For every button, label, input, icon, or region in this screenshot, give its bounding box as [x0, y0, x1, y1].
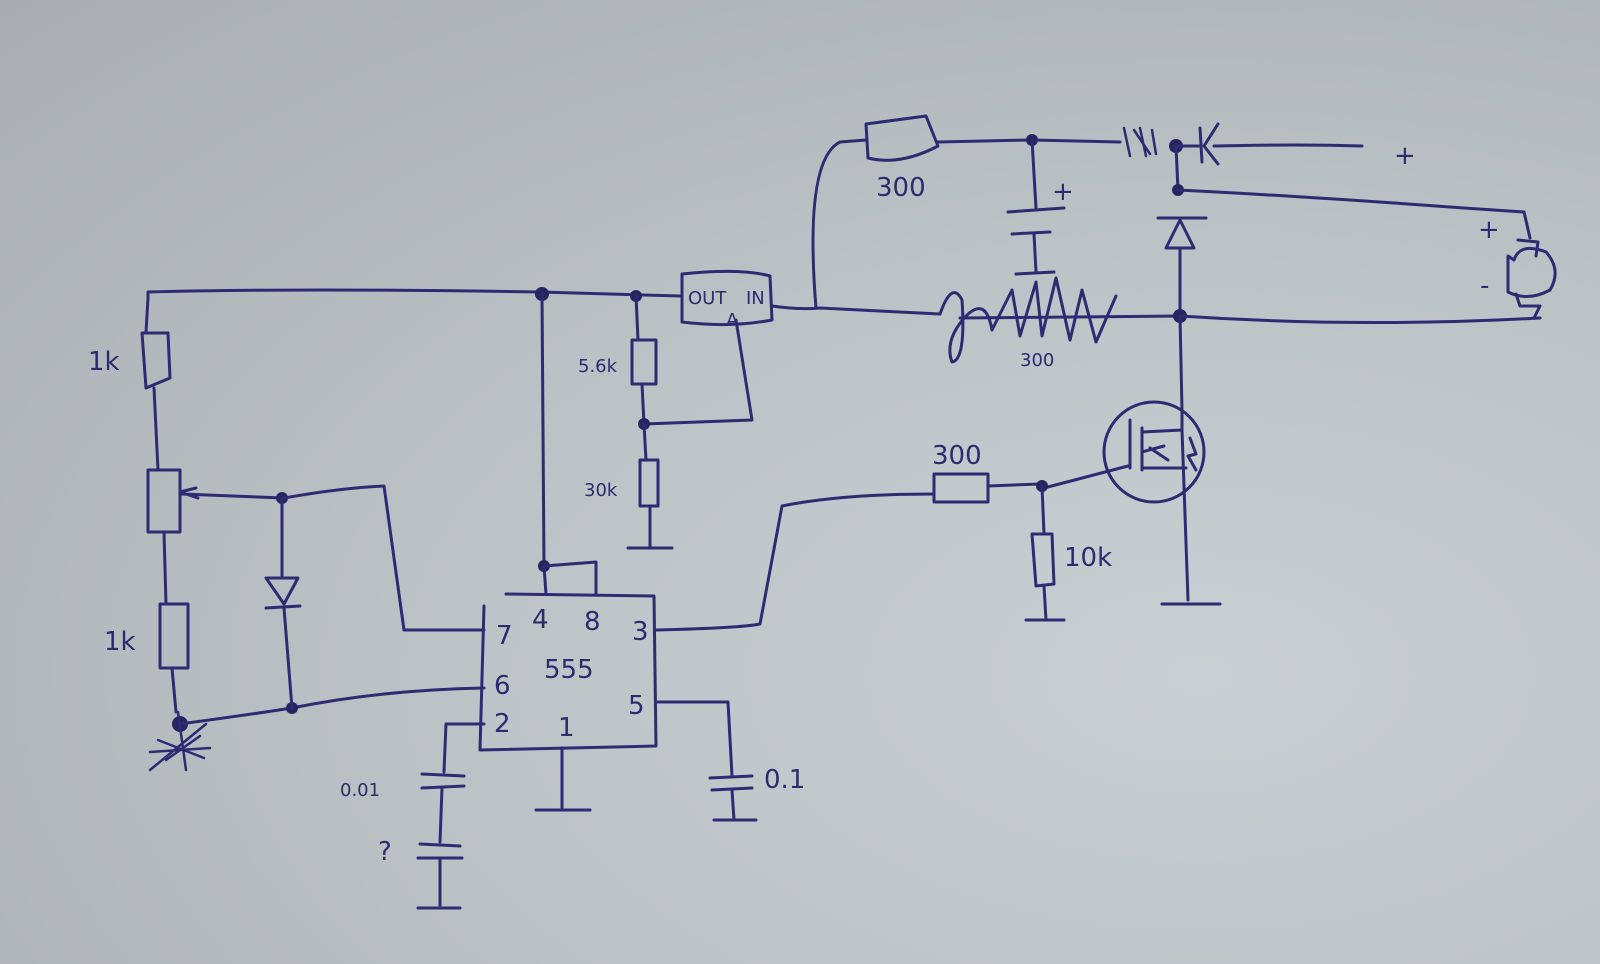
- resistor-pulldown: 10k: [1024, 484, 1112, 622]
- inductor-coil: 300: [938, 276, 1182, 371]
- capacitor-electrolytic: +: [1006, 134, 1074, 276]
- load-motor: + -: [1478, 210, 1557, 320]
- resistor-divider-top: 5.6k: [578, 290, 658, 426]
- capacitor-timing-2-label: ?: [378, 837, 392, 867]
- capacitor-control: 0.1: [654, 700, 805, 822]
- diode-flyback: [1156, 144, 1526, 318]
- resistor-bottom-left-label: 1k: [104, 627, 136, 657]
- resistor-gate-label: 300: [932, 441, 982, 471]
- resistor-divider-bottom: 30k: [584, 418, 674, 550]
- supply-terminal: +: [1394, 141, 1416, 171]
- wire-load-return: [1173, 309, 1542, 412]
- pin-1-label: 1: [558, 713, 575, 743]
- wire-vcc-to-555: [535, 287, 598, 596]
- regulator-in-label: IN: [746, 288, 765, 309]
- pin-2-label: 2: [494, 709, 511, 739]
- pin-3-label: 3: [632, 617, 649, 647]
- pin-8-label: 8: [584, 607, 601, 637]
- capacitor-control-label: 0.1: [764, 765, 805, 795]
- diode-input: [1030, 122, 1364, 166]
- regulator-out-label: OUT: [688, 288, 727, 309]
- pin-7-label: 7: [496, 621, 513, 651]
- pin-4-label: 4: [532, 605, 549, 635]
- capacitor-timing: 0.01: [340, 722, 486, 844]
- wire-output: [654, 492, 936, 632]
- resistor-divider-bottom-label: 30k: [584, 480, 618, 501]
- ground-pin1: [534, 746, 592, 812]
- capacitor-polarity-label: +: [1052, 177, 1074, 207]
- resistor-supply: 300: [864, 114, 1032, 203]
- diode-timing: [264, 492, 302, 710]
- resistor-pulldown-label: 10k: [1064, 543, 1112, 573]
- resistor-divider-top-label: 5.6k: [578, 356, 618, 377]
- load-plus-label: +: [1478, 215, 1500, 245]
- wire-threshold: [178, 686, 486, 726]
- capacitor-timing-2: ?: [378, 837, 464, 910]
- resistor-gate: 300: [932, 441, 1048, 504]
- supply-plus-label: +: [1394, 141, 1416, 171]
- wire-discharge: [282, 484, 486, 632]
- ic-label: 555: [544, 655, 594, 685]
- resistor-top-left: 1k: [88, 296, 172, 472]
- wire-regulator-input: [770, 138, 942, 316]
- potentiometer: [146, 468, 286, 606]
- resistor-bottom-left: 1k: [104, 602, 190, 714]
- timer-ic-555: 555 7 4 8 3 6 2 1 5: [478, 592, 658, 752]
- voltage-regulator: OUT IN A: [642, 269, 774, 426]
- inductor-label: 300: [1020, 350, 1054, 371]
- load-minus-label: -: [1480, 271, 1489, 301]
- pin-5-label: 5: [628, 691, 645, 721]
- wire-top-left-rail: [146, 288, 682, 300]
- resistor-supply-label: 300: [876, 173, 926, 203]
- mosfet: [1042, 400, 1222, 606]
- resistor-top-left-label: 1k: [88, 347, 120, 377]
- pin-6-label: 6: [494, 671, 511, 701]
- capacitor-timing-label: 0.01: [340, 780, 380, 801]
